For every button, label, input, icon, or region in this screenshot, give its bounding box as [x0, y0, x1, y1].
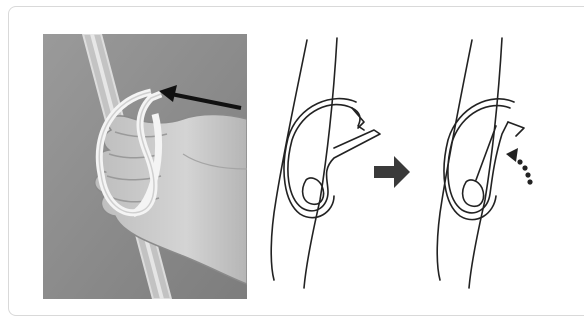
tube-clip-closed-icon: [437, 38, 524, 288]
tube-clip-open-icon: [271, 38, 380, 288]
clip-closing-diagram: [262, 30, 552, 290]
dotted-curved-arrow-icon: [506, 148, 533, 185]
right-arrow-icon: [374, 156, 410, 188]
hand-clamping-tube-photo: [43, 34, 247, 299]
